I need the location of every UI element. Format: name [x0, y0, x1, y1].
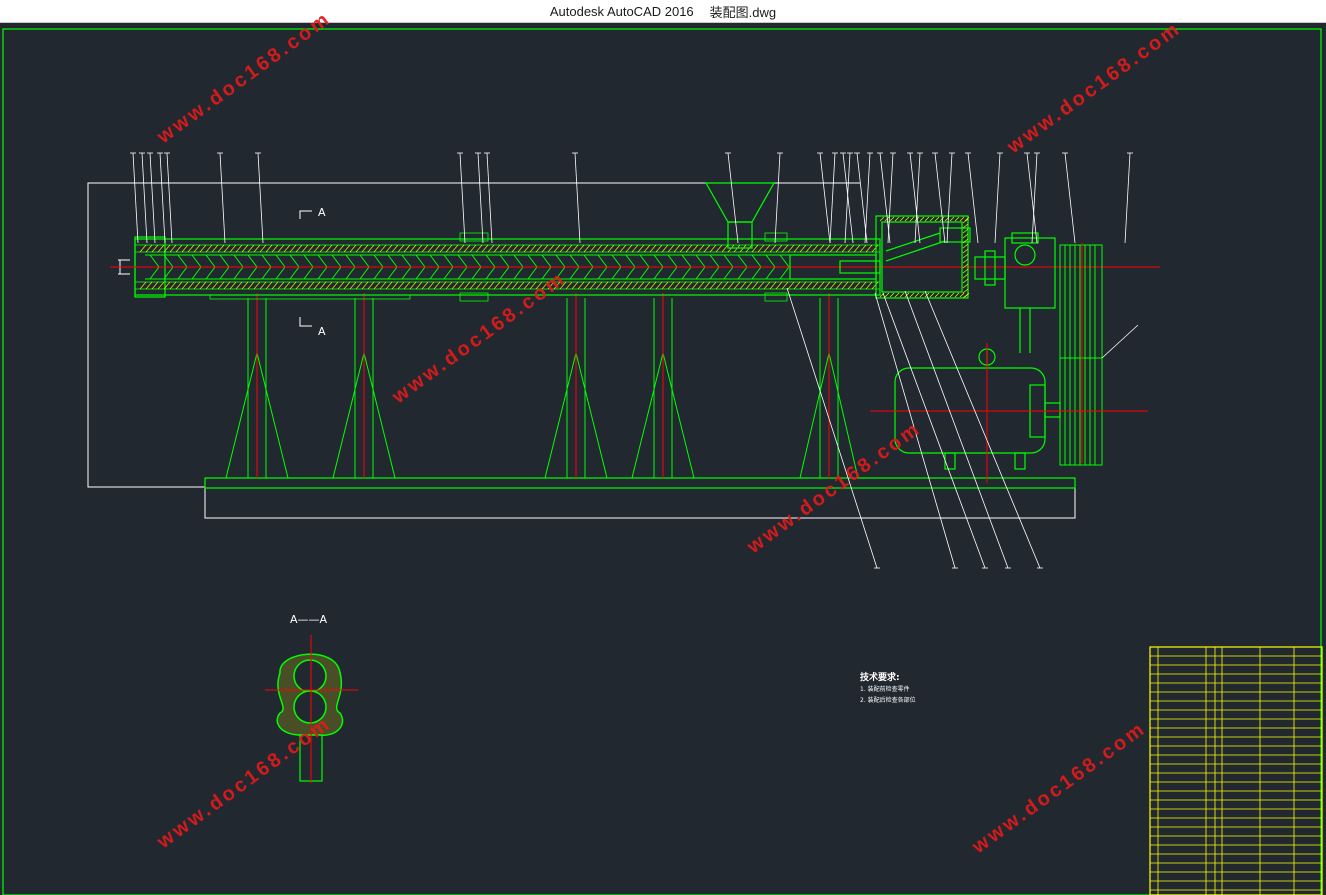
support-centerlines	[256, 293, 830, 478]
section-marker-top: A	[318, 206, 326, 219]
app-name: Autodesk AutoCAD 2016	[549, 3, 694, 19]
note-2: 2. 装配后检查各部位	[860, 697, 916, 704]
section-cut-markers	[299, 210, 312, 327]
section-view-a-a	[265, 635, 358, 783]
window-title-bar: Autodesk AutoCAD 2016 装配图.dwg	[0, 0, 1326, 23]
file-name: 装配图.dwg	[709, 4, 777, 20]
section-marker-bottom: A	[318, 325, 326, 338]
parts-list-table	[1149, 646, 1323, 895]
drawing-frame	[2, 28, 1322, 895]
note-1: 1. 装配前检查零件	[860, 686, 910, 693]
leader-lines-top	[130, 152, 1133, 244]
drawing-canvas[interactable]: A A A——A 技术要求: 1. 装配前检查零件 2. 装配后检查各部位 ww…	[0, 7, 1326, 895]
gearbox-housing	[789, 215, 971, 299]
feed-hopper	[704, 182, 776, 249]
assembly-drawing[interactable]: A A A——A	[0, 23, 1326, 895]
electric-motor	[894, 348, 1061, 470]
section-view-title: A——A	[290, 613, 328, 626]
housing-hatch	[879, 216, 970, 299]
barrel-hatch	[139, 244, 879, 290]
screw-flights	[145, 254, 790, 280]
drive-pulley	[1059, 244, 1103, 466]
gear-reducer	[974, 232, 1056, 353]
motor-centerlines	[870, 243, 1148, 483]
leader-lines-bottom	[786, 287, 1139, 569]
notes-title: 技术要求:	[860, 673, 900, 683]
base-plate	[204, 477, 1076, 489]
